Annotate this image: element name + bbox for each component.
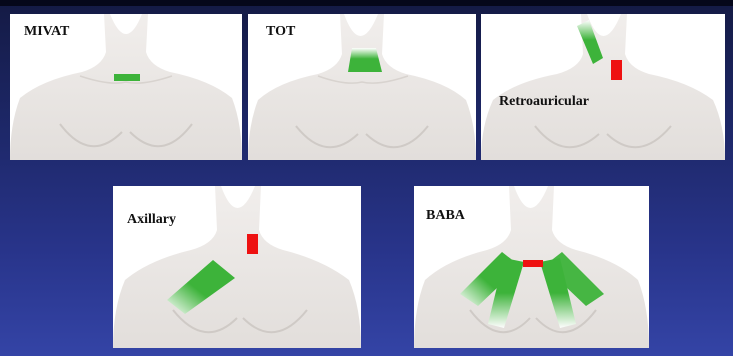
panel-tot: TOT [248,14,476,160]
incision-mark [611,60,622,80]
panel-label: BABA [426,208,465,224]
mannequin-figure [113,186,361,348]
panel-label: MIVAT [24,24,69,40]
panel-baba: BABA [414,186,649,348]
panel-label: Axillary [127,212,176,228]
incision-mark [523,260,543,267]
mannequin-figure [481,14,725,160]
panel-mivat: MIVAT [10,14,242,160]
incision-mark [247,234,258,254]
panel-retroauricular: Retroauricular [481,14,725,160]
panel-label: TOT [266,24,295,40]
incision-zone [348,48,382,72]
incision-zone [114,74,140,81]
top-border [0,0,733,6]
panel-label: Retroauricular [499,94,589,110]
panel-axillary: Axillary [113,186,361,348]
